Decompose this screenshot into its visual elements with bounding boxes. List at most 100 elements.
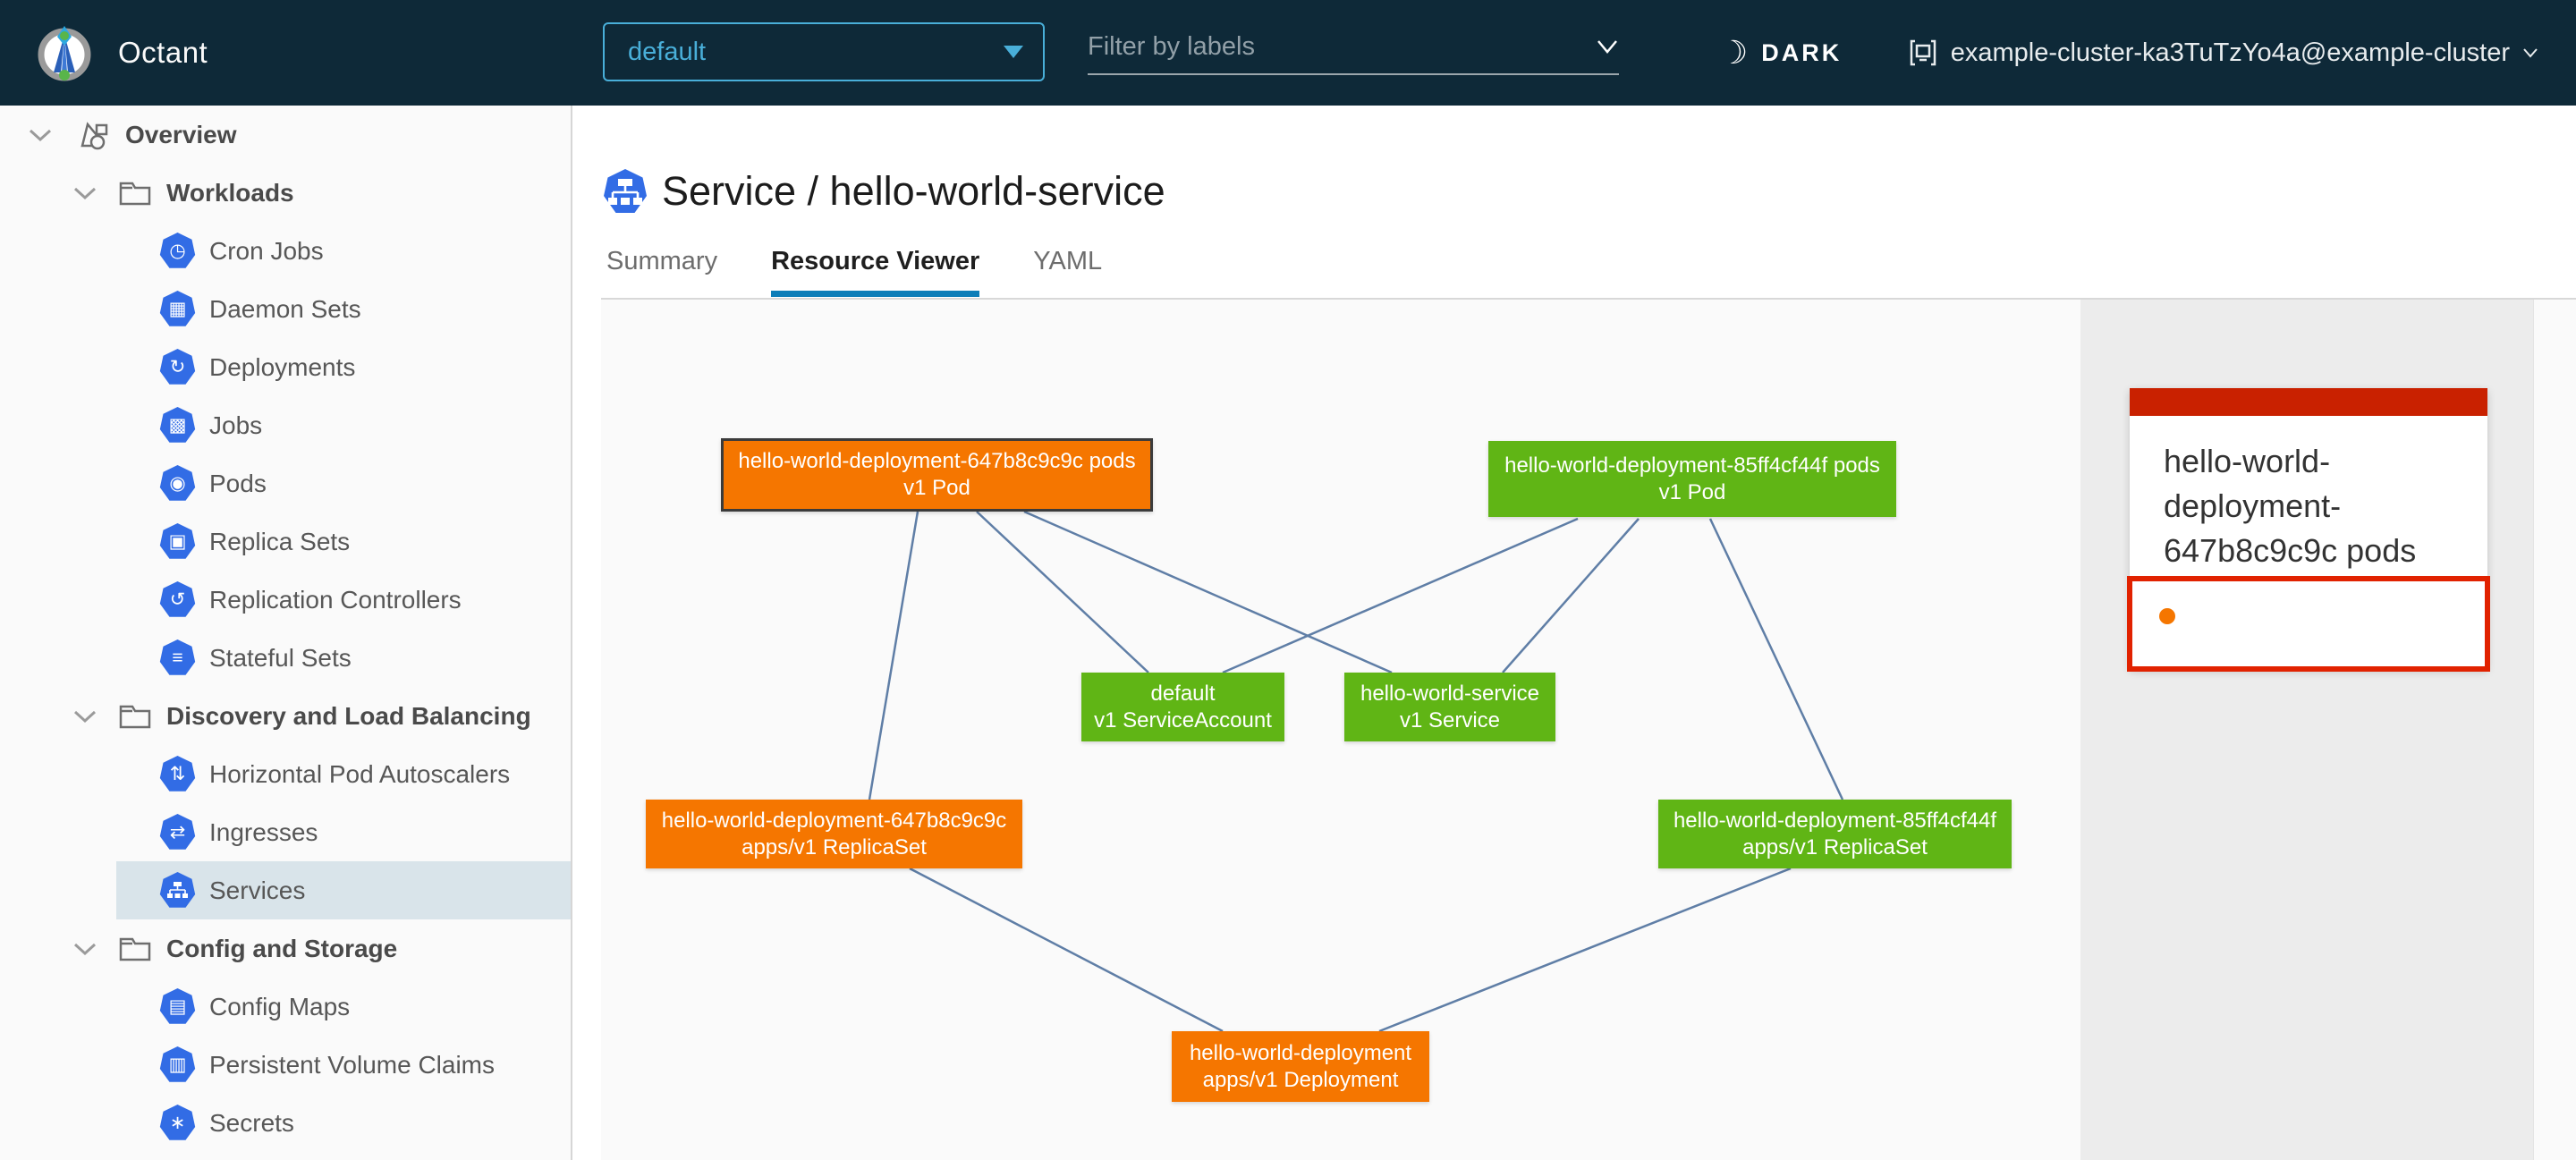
node-kind: apps/v1 ReplicaSet: [741, 834, 927, 859]
service-icon: [604, 169, 647, 213]
sidebar-item-label: Jobs: [209, 411, 263, 439]
graph-edge: [868, 511, 919, 800]
main-content: Service / hello-world-service Summary Re…: [572, 106, 2576, 1160]
sidebar-item-replication-controllers[interactable]: ↺ Replication Controllers: [0, 571, 571, 629]
node-replicaset-647b8c9c9c[interactable]: hello-world-deployment-647b8c9c9c apps/v…: [646, 800, 1022, 868]
sidebar-item-label: Stateful Sets: [209, 643, 352, 672]
graph-edge: [909, 867, 1224, 1033]
sidebar-item-label: Daemon Sets: [209, 294, 361, 323]
cron-jobs-icon: ◷: [159, 233, 196, 268]
sidebar-item-services[interactable]: Services: [0, 861, 571, 919]
node-serviceaccount-default[interactable]: default v1 ServiceAccount: [1081, 673, 1284, 741]
warning-status-dot[interactable]: [2159, 608, 2175, 624]
sidebar-item-deployments[interactable]: ↻ Deployments: [0, 338, 571, 396]
sidebar-item-label: Ingresses: [209, 817, 318, 846]
cluster-context-selector[interactable]: example-cluster-ka3TuTzYo4a@example-clus…: [1908, 0, 2538, 106]
sidebar-item-config-maps[interactable]: ▤ Config Maps: [0, 978, 571, 1036]
sidebar: Overview Workloads ◷ Cron Jobs ▦ Daemon …: [0, 106, 572, 1160]
sidebar-item-cron-jobs[interactable]: ◷ Cron Jobs: [0, 222, 571, 280]
dropdown-caret-icon: [1004, 46, 1023, 58]
graph-edge: [1502, 518, 1640, 673]
context-caret-icon: [2523, 48, 2538, 58]
selected-node-title: hello-world-deployment-647b8c9c9c pods: [2164, 443, 2417, 569]
app-header: Octant default ☾ DARK example-cluster-ka…: [0, 0, 2576, 106]
sidebar-item-label: Config Maps: [209, 992, 351, 1020]
sidebar-item-label: Replication Controllers: [209, 585, 462, 614]
daemon-sets-icon: ▦: [159, 291, 196, 326]
theme-toggle-button[interactable]: ☾ DARK: [1719, 0, 1842, 106]
node-kind: v1 Pod: [903, 476, 970, 500]
secrets-icon: ∗: [159, 1105, 196, 1140]
node-replicaset-85ff4cf44f[interactable]: hello-world-deployment-85ff4cf44f apps/v…: [1658, 800, 2012, 868]
replica-sets-icon: ▣: [159, 523, 196, 559]
chevron-down-icon[interactable]: [72, 185, 98, 201]
sidebar-item-label: Services: [209, 876, 306, 904]
services-icon: [159, 872, 196, 908]
sidebar-item-jobs[interactable]: ▩ Jobs: [0, 396, 571, 454]
node-kind: v1 Pod: [1658, 479, 1726, 504]
filter-chevron-icon[interactable]: [1596, 38, 1619, 55]
cluster-icon: [1910, 39, 1936, 66]
node-kind: apps/v1 ReplicaSet: [1742, 834, 1928, 859]
sidebar-group-discovery-and-load-balancing[interactable]: Discovery and Load Balancing: [0, 687, 571, 745]
page-header: Service / hello-world-service: [603, 168, 1165, 215]
ingresses-icon: ⇄: [159, 814, 196, 850]
sidebar-group-label: Discovery and Load Balancing: [166, 701, 531, 730]
sidebar-item-pods[interactable]: ◉ Pods: [0, 454, 571, 512]
sidebar-item-label: Pods: [209, 469, 267, 497]
sidebar-item-stateful-sets[interactable]: ≡ Stateful Sets: [0, 629, 571, 687]
graph-edge: [1023, 510, 1393, 674]
status-highlight-box: [2127, 576, 2490, 672]
node-name: hello-world-deployment-647b8c9c9c pods: [738, 449, 1136, 473]
sidebar-item-horizontal-pod-autoscalers[interactable]: ⇅ Horizontal Pod Autoscalers: [0, 745, 571, 803]
chevron-down-icon[interactable]: [72, 941, 98, 957]
node-name: hello-world-deployment-85ff4cf44f: [1673, 808, 1997, 833]
folder-icon: [119, 182, 151, 205]
node-pod-647b8c9c9c[interactable]: hello-world-deployment-647b8c9c9c pods v…: [721, 438, 1153, 512]
graph-edge: [1222, 517, 1579, 674]
sidebar-group-config-and-storage[interactable]: Config and Storage: [0, 919, 571, 978]
tab-resource-viewer[interactable]: Resource Viewer: [771, 247, 980, 297]
chevron-down-icon[interactable]: [72, 708, 98, 724]
tab-summary[interactable]: Summary: [606, 247, 718, 275]
sidebar-item-secrets[interactable]: ∗ Secrets: [0, 1094, 571, 1152]
node-kind: v1 ServiceAccount: [1094, 707, 1272, 732]
node-service-hello-world-service[interactable]: hello-world-service v1 Service: [1344, 673, 1555, 741]
namespace-dropdown[interactable]: default: [603, 22, 1045, 81]
sidebar-item-label: Horizontal Pod Autoscalers: [209, 759, 511, 788]
node-kind: apps/v1 Deployment: [1202, 1067, 1399, 1092]
tab-yaml[interactable]: YAML: [1033, 247, 1103, 275]
sidebar-item-overview[interactable]: Overview: [0, 106, 571, 164]
node-kind: v1 Service: [1399, 707, 1501, 732]
node-name: hello-world-service: [1360, 681, 1540, 706]
scrollbar-gutter[interactable]: [2533, 300, 2576, 1160]
sidebar-item-label: Secrets: [209, 1108, 294, 1137]
label-filter-input[interactable]: [1088, 31, 1596, 62]
sidebar-item-persistent-volume-claims[interactable]: ▥ Persistent Volume Claims: [0, 1036, 571, 1094]
node-name: hello-world-deployment: [1189, 1040, 1412, 1065]
persistent-volume-claims-icon: ▥: [159, 1046, 196, 1082]
card-status-bar-red: [2130, 388, 2487, 416]
replication-controllers-icon: ↺: [159, 581, 196, 617]
node-detail-panel: hello-world-deployment-647b8c9c9c pods: [2080, 300, 2533, 1160]
cluster-context-label: example-cluster-ka3TuTzYo4a@example-clus…: [1950, 38, 2510, 67]
page-title: Service / hello-world-service: [662, 168, 1165, 214]
sidebar-group-workloads[interactable]: Workloads: [0, 164, 571, 222]
node-name: default: [1150, 681, 1216, 706]
sidebar-item-replica-sets[interactable]: ▣ Replica Sets: [0, 512, 571, 571]
chevron-down-icon[interactable]: [27, 127, 54, 143]
namespace-dropdown-value: default: [628, 37, 707, 66]
node-deployment-hello-world[interactable]: hello-world-deployment apps/v1 Deploymen…: [1172, 1031, 1429, 1102]
sidebar-item-label: Replica Sets: [209, 527, 351, 555]
graph-edge: [976, 511, 1149, 673]
label-filter: [1088, 20, 1619, 75]
config-maps-icon: ▤: [159, 988, 196, 1024]
jobs-icon: ▩: [159, 407, 196, 443]
node-name: hello-world-deployment-85ff4cf44f pods: [1504, 453, 1880, 478]
node-pod-85ff4cf44f[interactable]: hello-world-deployment-85ff4cf44f pods v…: [1488, 441, 1896, 517]
sidebar-item-daemon-sets[interactable]: ▦ Daemon Sets: [0, 280, 571, 338]
deployments-icon: ↻: [159, 349, 196, 385]
resource-viewer-graph[interactable]: hello-world-deployment-647b8c9c9c pods v…: [601, 300, 2080, 1160]
sidebar-item-ingresses[interactable]: ⇄ Ingresses: [0, 803, 571, 861]
octant-logo-icon: [34, 22, 95, 83]
